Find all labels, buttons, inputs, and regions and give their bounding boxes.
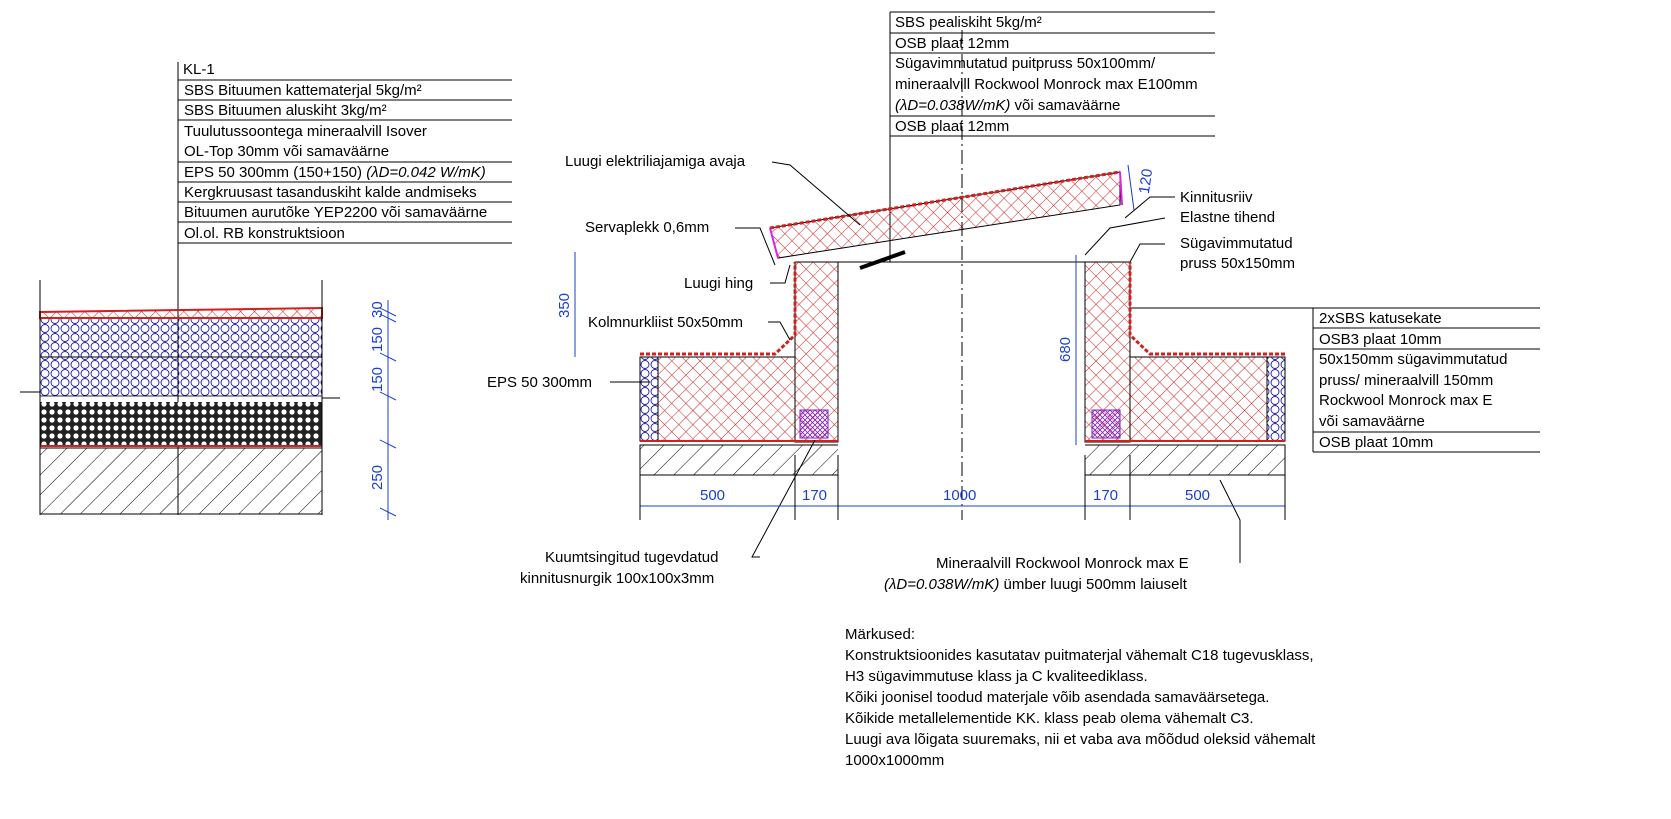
lid-layer: OSB plaat 12mm [895, 35, 1009, 52]
curb-layer: 2xSBS katusekate [1319, 310, 1442, 327]
label-angle: kinnitusnurgik 100x100x3mm [520, 570, 714, 587]
dim-bottom: 170 [1093, 487, 1118, 504]
curb-table: 2xSBS katusekate OSB3 plaat 10mm 50x150m… [1130, 307, 1540, 453]
leader-lines [610, 161, 1241, 563]
concrete-slab [39, 447, 323, 515]
label-edge-flashing: Servaplekk 0,6mm [585, 219, 709, 236]
steel-angle-right [1091, 409, 1121, 439]
kl1-layer: Tuulutussoontega mineraalvill Isover [184, 123, 427, 140]
label-seal: Elastne tihend [1180, 209, 1275, 226]
label-fillet: Kolmnurkliist 50x50mm [588, 314, 743, 331]
membrane-left [640, 262, 797, 356]
kl1-layer: SBS Bituumen kattematerjal 5kg/m² [184, 82, 422, 99]
note-line: Konstruktsioonides kasutatav puitmaterja… [845, 647, 1314, 664]
lid-layer: (λD=0.038W/mK) või samaväärne [895, 97, 1120, 114]
kl1-dimension-line [379, 300, 397, 520]
dim-150: 150 [369, 327, 386, 352]
membrane-layer [39, 306, 323, 319]
label-hinge: Luugi hing [684, 275, 753, 292]
label-opener: Luugi elektriliajamiga avaja [565, 153, 746, 170]
dim-bottom: 170 [802, 487, 827, 504]
dim-bottom: 1000 [943, 487, 976, 504]
kl1-layer: Bituumen aurutõke YEP2200 või samaväärne [184, 204, 487, 221]
curb-layer: OSB3 plaat 10mm [1319, 331, 1442, 348]
hatch-detail: 120 350 680 500 170 1000 170 500 Luugi e… [487, 30, 1295, 593]
dim-lid: 120 [1136, 168, 1156, 195]
label-wool: Mineraalvill Rockwool Monrock max E [936, 555, 1189, 572]
dim-bottom: 500 [700, 487, 725, 504]
curb-layer: pruss/ mineraalvill 150mm [1319, 372, 1493, 389]
dim-30: 30 [369, 301, 386, 318]
actuator [859, 250, 906, 270]
hatch-lid [769, 171, 1121, 259]
label-wool: (λD=0.038W/mK) ümber luugi 500mm laiusel… [884, 576, 1188, 593]
notes: Märkused: Konstruktsioonides kasutatav p… [845, 626, 1316, 769]
kl1-layer: SBS Bituumen aluskiht 3kg/m² [184, 102, 387, 119]
dimension-lines [574, 164, 1285, 507]
kl1-title: KL-1 [183, 61, 215, 78]
note-line: 1000x1000mm [845, 752, 944, 769]
gravel-layer [40, 402, 322, 446]
mineral-wool-left [657, 356, 796, 442]
note-line: Kõiki joonisel toodud materjale võib ase… [845, 689, 1269, 706]
curb-layer: Rockwool Monrock max E [1319, 392, 1492, 409]
label-timber: pruss 50x150mm [1180, 255, 1295, 272]
dim-150: 150 [369, 367, 386, 392]
label-fix-batten: Kinnitusriiv [1180, 189, 1253, 206]
curb-layer: OSB plaat 10mm [1319, 434, 1433, 451]
steel-angle-left [799, 409, 829, 439]
kl1-layer: Ol.ol. RB konstruktsioon [184, 225, 345, 242]
eps-left [639, 356, 659, 442]
lid-table: SBS pealiskiht 5kg/m² OSB plaat 12mm Süg… [889, 11, 1215, 262]
note-line: Luugi ava lõigata suuremaks, nii et vaba… [845, 731, 1316, 748]
kl1-layer: OL-Top 30mm või samaväärne [184, 143, 389, 160]
kl1-layer: Kergkruusast tasanduskiht kalde andmisek… [184, 184, 477, 201]
lid-layer: mineraalvill Rockwool Monrock max E100mm [895, 76, 1198, 93]
notes-title: Märkused: [845, 626, 915, 643]
mineral-wool-right [1129, 356, 1268, 442]
lid-layer: SBS pealiskiht 5kg/m² [895, 14, 1042, 31]
dim-bottom: 500 [1185, 487, 1210, 504]
eps-right [1266, 356, 1286, 442]
dim-680: 680 [1057, 337, 1074, 362]
curb-layer: või samaväärne [1319, 413, 1425, 430]
note-line: Kõikide metallelementide KK. klass peab … [845, 710, 1254, 727]
dim-350: 350 [556, 293, 573, 318]
kl1-section: KL-1 SBS Bituumen kattematerjal 5kg/m² S… [20, 61, 512, 520]
lid-layer: Sügavimmutatud puitpruss 50x100mm/ [895, 55, 1156, 72]
lid-layer: OSB plaat 12mm [895, 118, 1009, 135]
label-angle: Kuumtsingitud tugevdatud [545, 549, 718, 566]
curb-layer: 50x150mm sügavimmutatud [1319, 351, 1507, 368]
kl1-layer: EPS 50 300mm (150+150) (λD=0.042 W/mK) [184, 164, 486, 181]
membrane-right [1128, 262, 1285, 356]
label-eps: EPS 50 300mm [487, 374, 592, 391]
dim-250: 250 [369, 465, 386, 490]
label-timber: Sügavimmutatud [1180, 235, 1293, 252]
extension-lines [639, 455, 1286, 520]
note-line: H3 sügavimmutuse klass ja C kvaliteedikl… [845, 668, 1148, 685]
